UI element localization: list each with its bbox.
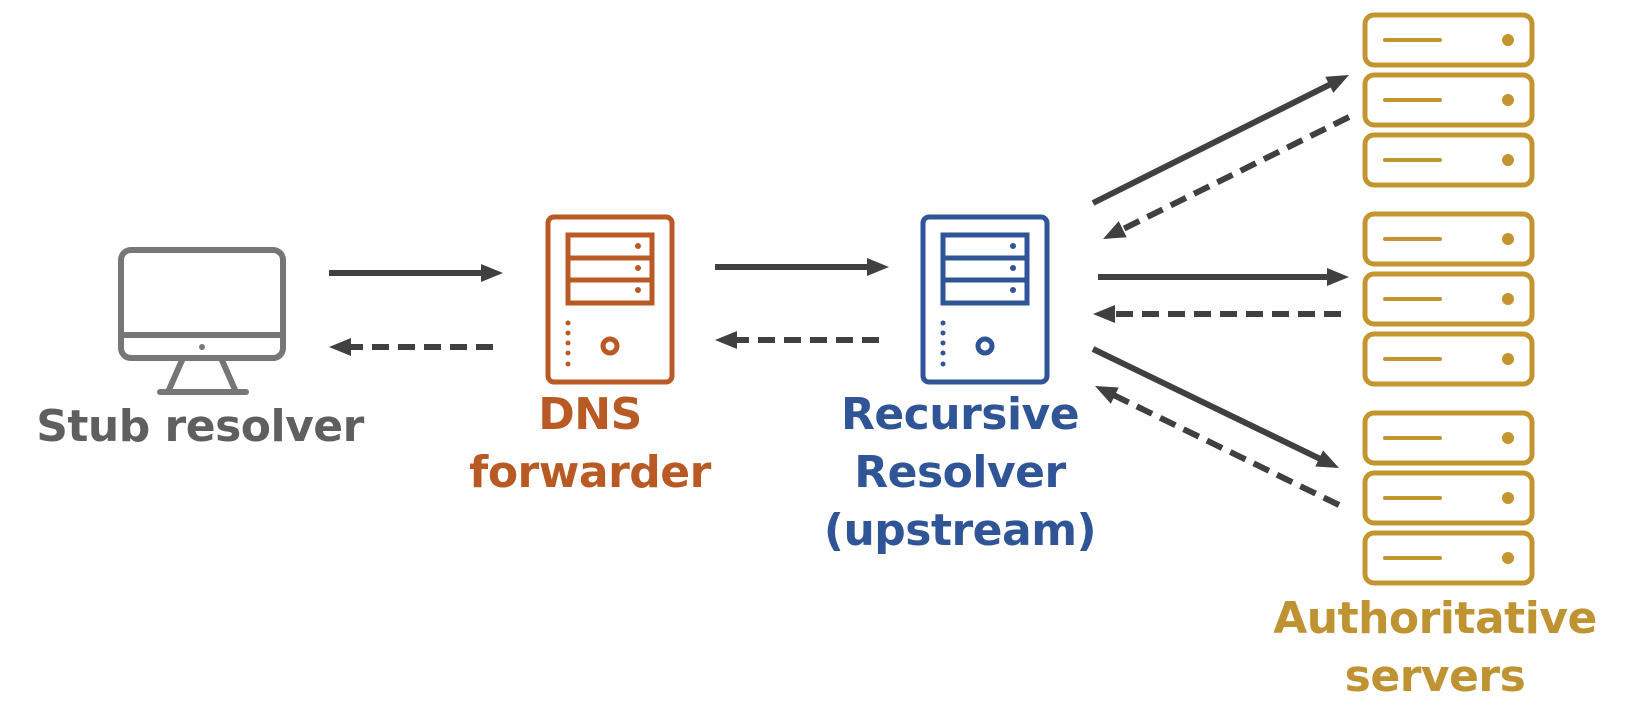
forwarder-server-icon: [545, 214, 675, 385]
dns-forwarder-label: DNS forwarder: [460, 386, 720, 502]
arrow-head: [1315, 450, 1339, 468]
arrow-head: [1103, 221, 1127, 239]
recursive-resolver-label: Recursive Resolver (upstream): [820, 386, 1100, 560]
server-unit-led: [1502, 94, 1514, 106]
arrow-head: [1093, 305, 1115, 323]
response-arrow-recursive-to-forwarder: [715, 331, 879, 349]
dns-forwarder-label-line: forwarder: [469, 447, 711, 498]
arrow-head: [481, 264, 503, 282]
server-rack-1: [1362, 12, 1535, 188]
monitor-icon: [118, 247, 286, 395]
query-arrow-forwarder-to-recursive: [715, 258, 889, 276]
server-rack-2: [1362, 211, 1535, 387]
server-rack-3: [1362, 410, 1535, 586]
response-arrow-forwarder-to-stub: [329, 338, 493, 356]
server-unit: [1362, 410, 1535, 466]
server-unit-led: [1502, 492, 1514, 504]
stub-resolver-label: Stub resolver: [36, 401, 364, 452]
arrow-shaft: [1111, 392, 1341, 508]
recursive-server-icon: [920, 214, 1050, 385]
recursive-resolver-label-line: Recursive: [840, 389, 1080, 440]
server-unit-led: [1502, 552, 1514, 564]
dns-forwarder-label-line: DNS: [538, 389, 642, 440]
query-arrow-recursive-to-authoritative-1: [1091, 75, 1349, 206]
arrow-shaft: [1091, 81, 1333, 206]
server-unit-led: [1502, 233, 1514, 245]
response-arrow-authoritative-3-to-recursive: [1095, 386, 1341, 508]
server-unit: [1362, 530, 1535, 586]
response-arrow-authoritative-2-to-recursive: [1093, 305, 1341, 323]
authoritative-servers-label-line: Authoritative: [1273, 593, 1597, 644]
arrow-head: [867, 258, 889, 276]
server-unit: [1362, 132, 1535, 188]
server-unit-led: [1502, 293, 1514, 305]
arrow-shaft: [1091, 346, 1323, 462]
arrow-head: [1325, 75, 1349, 93]
server-unit-led: [1502, 432, 1514, 444]
arrow-head: [715, 331, 737, 349]
query-arrow-recursive-to-authoritative-2: [1098, 268, 1349, 286]
recursive-resolver-label-line: Resolver: [854, 447, 1066, 498]
server-unit: [1362, 470, 1535, 526]
authoritative-servers-label-line: servers: [1344, 651, 1526, 702]
authoritative-servers-label: Authoritative servers: [1250, 590, 1620, 706]
server-unit: [1362, 211, 1535, 267]
query-arrow-stub-to-forwarder: [329, 264, 503, 282]
authoritative-servers-icon: [1362, 12, 1535, 586]
arrow-head: [1327, 268, 1349, 286]
response-arrow-authoritative-1-to-recursive: [1103, 114, 1351, 239]
server-unit-led: [1502, 353, 1514, 365]
recursive-resolver-label-line: (upstream): [823, 505, 1097, 556]
arrows: [329, 75, 1351, 508]
query-arrow-recursive-to-authoritative-3: [1091, 346, 1339, 468]
server-unit: [1362, 72, 1535, 128]
arrow-head: [329, 338, 351, 356]
server-unit: [1362, 12, 1535, 68]
arrow-shaft: [1119, 114, 1351, 233]
server-unit-led: [1502, 154, 1514, 166]
server-unit: [1362, 331, 1535, 387]
arrow-head: [1095, 386, 1119, 404]
server-unit: [1362, 271, 1535, 327]
server-unit-led: [1502, 34, 1514, 46]
